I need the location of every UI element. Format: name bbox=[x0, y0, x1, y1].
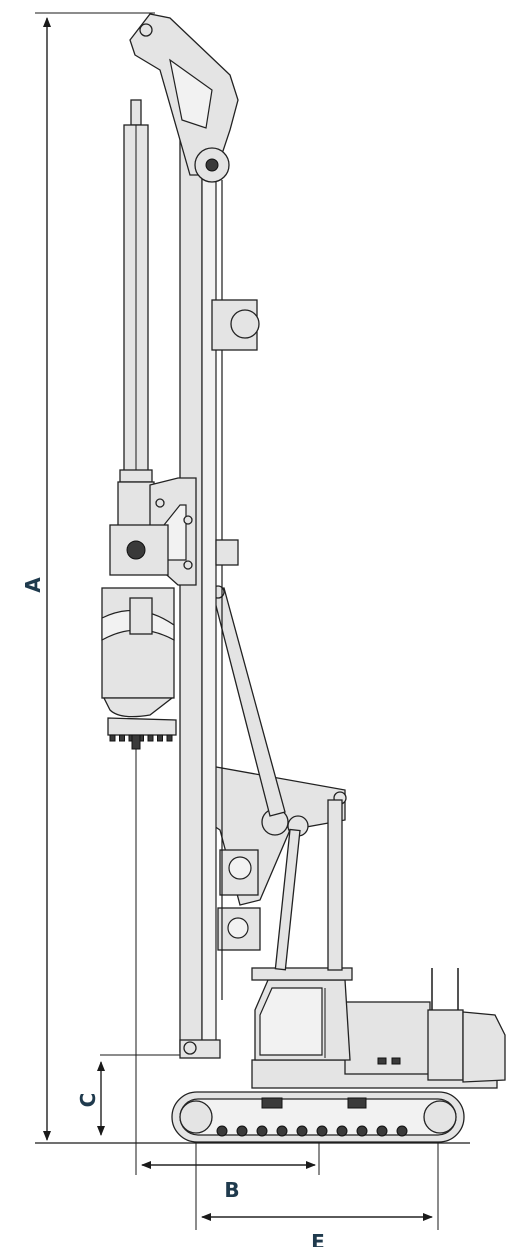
drive-sprocket bbox=[423, 1100, 457, 1134]
vent-2 bbox=[391, 1057, 401, 1065]
cutting-tooth bbox=[157, 734, 163, 742]
support-column bbox=[327, 799, 343, 971]
track-roller bbox=[276, 1125, 288, 1137]
track-roller bbox=[216, 1125, 228, 1137]
mast-column bbox=[179, 139, 203, 1053]
crown-panel bbox=[169, 58, 213, 129]
cutting-tooth bbox=[119, 734, 125, 742]
track-roller bbox=[296, 1125, 308, 1137]
track-fitting-2 bbox=[347, 1097, 367, 1109]
cutting-tooth bbox=[147, 734, 154, 742]
auger-flight bbox=[102, 697, 174, 718]
crown-sheave-hub bbox=[205, 158, 219, 172]
cutting-tooth bbox=[109, 734, 116, 742]
mast-bracket-pulley bbox=[230, 309, 260, 339]
operator-cab bbox=[251, 967, 353, 1061]
counterweight bbox=[427, 1009, 464, 1081]
crawler-track bbox=[171, 1091, 465, 1143]
track-roller bbox=[316, 1125, 328, 1137]
vent-1 bbox=[377, 1057, 387, 1065]
crown-pin bbox=[139, 23, 153, 37]
lift-cylinder bbox=[274, 828, 301, 971]
kelly-bar bbox=[119, 99, 153, 483]
drilling-bucket bbox=[101, 587, 177, 750]
rotary-housing bbox=[117, 481, 155, 528]
mast-foot-pin bbox=[183, 1041, 197, 1055]
track-roller bbox=[396, 1125, 408, 1137]
cutting-tooth bbox=[166, 734, 173, 742]
mast-head bbox=[129, 13, 239, 183]
kelly-collar bbox=[119, 469, 153, 483]
sled-bolt-2 bbox=[183, 515, 193, 525]
track-roller bbox=[356, 1125, 368, 1137]
kelly-top bbox=[130, 99, 142, 126]
pilot-bit bbox=[131, 734, 141, 750]
cutter-ring bbox=[107, 717, 177, 736]
rear-counterweight bbox=[462, 1011, 506, 1083]
mast-clamp bbox=[215, 539, 239, 566]
track-roller bbox=[336, 1125, 348, 1137]
track-roller bbox=[376, 1125, 388, 1137]
idler-wheel bbox=[179, 1100, 213, 1134]
gearbox-hub bbox=[126, 540, 146, 560]
dimension-label-a: A bbox=[21, 577, 45, 593]
cutting-teeth bbox=[109, 734, 173, 742]
engine-housing bbox=[344, 1001, 431, 1075]
bucket-hub bbox=[129, 597, 153, 635]
track-roller bbox=[236, 1125, 248, 1137]
mast bbox=[179, 139, 260, 1059]
winch-drum bbox=[228, 856, 252, 880]
track-roller bbox=[256, 1125, 268, 1137]
track-fitting bbox=[261, 1097, 283, 1109]
drilling-rig bbox=[101, 13, 506, 1143]
dimension-label-b: B bbox=[224, 1178, 239, 1202]
sled-bolt-3 bbox=[183, 560, 193, 570]
dimension-label-e: E bbox=[311, 1230, 325, 1247]
rotary-drive bbox=[109, 477, 197, 586]
dimension-lines: A C B E bbox=[21, 12, 470, 1247]
sled-bolt-1 bbox=[155, 498, 165, 508]
hydraulic-block-port bbox=[227, 917, 249, 939]
cab-window bbox=[259, 987, 323, 1056]
cab-roof-rail bbox=[251, 967, 353, 981]
dimension-label-c: C bbox=[76, 1093, 100, 1108]
track-rollers bbox=[216, 1125, 408, 1137]
upper-carriage bbox=[251, 968, 506, 1089]
